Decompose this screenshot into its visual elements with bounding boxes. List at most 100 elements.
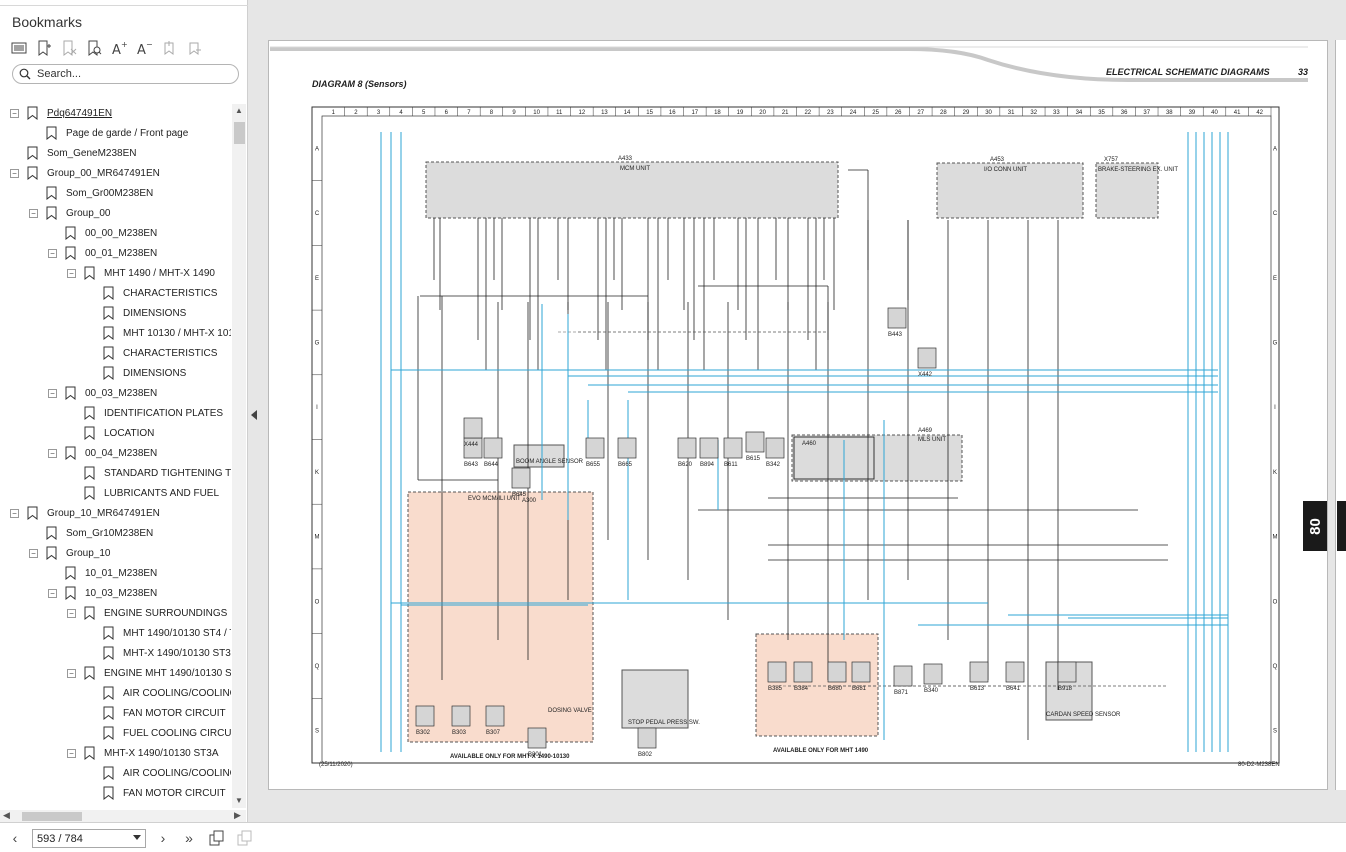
page-number-field[interactable]: 593 / 784 <box>32 829 146 848</box>
bookmark-item[interactable]: STANDARD TIGHTENING TOF <box>67 463 231 483</box>
bookmark-item[interactable]: −ENGINE MHT 1490/10130 ST4 <box>67 663 231 683</box>
bookmark-item[interactable]: IDENTIFICATION PLATES <box>67 403 223 423</box>
grid-column-label: 5 <box>422 110 426 116</box>
bookmark-item[interactable]: CHARACTERISTICS <box>86 283 217 303</box>
bookmark-item[interactable]: MHT 10130 / MHT-X 101 <box>86 323 231 343</box>
collapse-toggle-icon[interactable]: − <box>29 208 38 218</box>
add-bookmark-icon[interactable] <box>33 38 55 58</box>
bookmark-item[interactable]: −ENGINE SURROUNDINGS <box>67 603 227 623</box>
scroll-left-icon[interactable]: ◀ <box>3 810 10 820</box>
collapse-bookmark-icon[interactable] <box>183 38 205 58</box>
collapse-toggle-icon[interactable]: − <box>48 388 57 398</box>
scroll-up-icon[interactable]: ▲ <box>235 106 243 115</box>
scroll-down-icon[interactable]: ▼ <box>235 796 243 805</box>
collapse-toggle-icon[interactable]: − <box>48 588 57 598</box>
collapse-toggle-icon[interactable]: − <box>67 268 76 278</box>
bookmark-item[interactable]: DIMENSIONS <box>86 303 186 323</box>
bookmark-icon <box>65 386 76 400</box>
bookmark-item[interactable]: −Group_00 <box>29 203 110 223</box>
collapse-toggle-icon[interactable]: − <box>10 168 19 178</box>
next-page-icon[interactable]: › <box>160 830 166 846</box>
bookmark-item[interactable]: −MHT-X 1490/10130 ST3A <box>67 743 219 763</box>
bookmark-item[interactable]: CHARACTERISTICS <box>86 343 217 363</box>
bookmark-item[interactable]: AIR COOLING/COOLING <box>86 683 231 703</box>
bookmark-item[interactable]: −Group_10_MR647491EN <box>10 503 160 523</box>
bookmark-item[interactable]: Som_Gr00M238EN <box>29 183 153 203</box>
component-symbol <box>745 431 765 453</box>
bookmark-item[interactable]: −00_03_M238EN <box>48 383 157 403</box>
grid-column-label: 36 <box>1121 110 1128 116</box>
bookmark-item[interactable]: −Group_00_MR647491EN <box>10 163 160 183</box>
bookmark-item[interactable]: Som_Gr10M238EN <box>29 523 153 543</box>
collapse-toggle-icon[interactable]: − <box>48 248 57 258</box>
collapse-toggle-icon[interactable]: − <box>67 608 76 618</box>
bookmark-item[interactable]: −Group_10 <box>29 543 110 563</box>
collapse-toggle-icon[interactable]: − <box>48 448 57 458</box>
bookmark-icon <box>84 486 95 500</box>
bookmark-search-box[interactable] <box>12 64 239 84</box>
bookmark-item[interactable]: Page de garde / Front page <box>29 123 188 143</box>
bookmark-label: CHARACTERISTICS <box>123 347 218 359</box>
grid-column-label: 28 <box>940 110 947 116</box>
delete-bookmark-icon[interactable] <box>58 38 80 58</box>
bookmark-search-icon[interactable] <box>83 38 105 58</box>
component-label: X442 <box>918 372 933 378</box>
bookmark-item[interactable]: FAN MOTOR CIRCUIT <box>86 783 226 803</box>
bookmark-item[interactable]: FUEL COOLING CIRCUIT <box>86 723 231 743</box>
increase-font-icon[interactable]: A+ <box>108 38 130 58</box>
bookmark-icon <box>103 326 114 340</box>
bookmark-item[interactable]: −00_01_M238EN <box>48 243 157 263</box>
bookmark-item[interactable]: FAN MOTOR CIRCUIT <box>86 703 226 723</box>
bookmark-label: FAN MOTOR CIRCUIT <box>123 707 226 719</box>
bookmark-item[interactable]: DIMENSIONS <box>86 363 186 383</box>
expand-bookmark-icon[interactable] <box>158 38 180 58</box>
bookmark-icon <box>103 346 114 360</box>
collapse-toggle-icon[interactable]: − <box>10 508 19 518</box>
bookmark-item[interactable]: AIR COOLING/COOLING <box>86 763 231 783</box>
bookmark-item[interactable]: −10_03_M238EN <box>48 583 157 603</box>
options-list-icon[interactable] <box>8 38 30 58</box>
component-symbol <box>527 727 547 749</box>
previous-page-icon[interactable]: ‹ <box>12 830 18 846</box>
bookmark-icon <box>65 226 76 240</box>
bookmark-item[interactable]: −Pdq647491EN <box>10 103 112 123</box>
unit-a433 <box>425 161 839 219</box>
paste-page-icon[interactable] <box>236 829 254 847</box>
bookmark-label: IDENTIFICATION PLATES <box>104 407 224 419</box>
scroll-right-icon[interactable]: ▶ <box>234 810 241 820</box>
bookmark-item[interactable]: LUBRICANTS AND FUEL <box>67 483 219 503</box>
grid-column-label: 18 <box>714 110 721 116</box>
grid-column-label: 34 <box>1076 110 1083 116</box>
collapse-panel-icon[interactable] <box>250 409 258 421</box>
bookmark-item[interactable]: 10_01_M238EN <box>48 563 157 583</box>
grid-row-label: E <box>315 276 319 282</box>
copy-page-icon[interactable] <box>208 829 226 847</box>
decrease-font-icon[interactable]: A− <box>133 38 155 58</box>
bookmark-item[interactable]: MHT-X 1490/10130 ST3A <box>86 643 231 663</box>
horizontal-scrollbar[interactable]: ◀ ▶ <box>0 810 246 822</box>
scroll-thumb[interactable] <box>234 122 245 144</box>
bookmark-icon <box>103 726 114 740</box>
bookmark-item[interactable]: LOCATION <box>67 423 154 443</box>
header-swoosh <box>270 47 1308 82</box>
bookmark-item[interactable]: MHT 1490/10130 ST4 / T4 <box>86 623 231 643</box>
bookmark-icon <box>103 626 114 640</box>
bookmark-item[interactable]: Som_GeneM238EN <box>10 143 137 163</box>
bookmark-icon <box>103 306 114 320</box>
bookmark-label: MHT 1490/10130 ST4 / T4 <box>123 627 231 639</box>
last-page-icon[interactable]: » <box>185 830 193 846</box>
collapse-toggle-icon[interactable]: − <box>67 668 76 678</box>
bookmark-item[interactable]: 00_00_M238EN <box>48 223 157 243</box>
vertical-scrollbar[interactable]: ▲ ▼ <box>232 104 246 808</box>
collapse-toggle-icon[interactable]: − <box>29 548 38 558</box>
hscroll-thumb[interactable] <box>22 812 82 821</box>
bookmark-item[interactable]: −MHT 1490 / MHT-X 1490 <box>67 263 215 283</box>
search-input[interactable] <box>37 68 217 80</box>
bookmark-item[interactable]: −00_04_M238EN <box>48 443 157 463</box>
chevron-down-icon[interactable] <box>133 835 141 840</box>
collapse-toggle-icon[interactable]: − <box>10 108 19 118</box>
collapse-toggle-icon[interactable]: − <box>67 748 76 758</box>
bookmark-icon <box>84 746 95 760</box>
bookmark-icon <box>65 566 76 580</box>
grid-row-label: C <box>315 211 320 217</box>
